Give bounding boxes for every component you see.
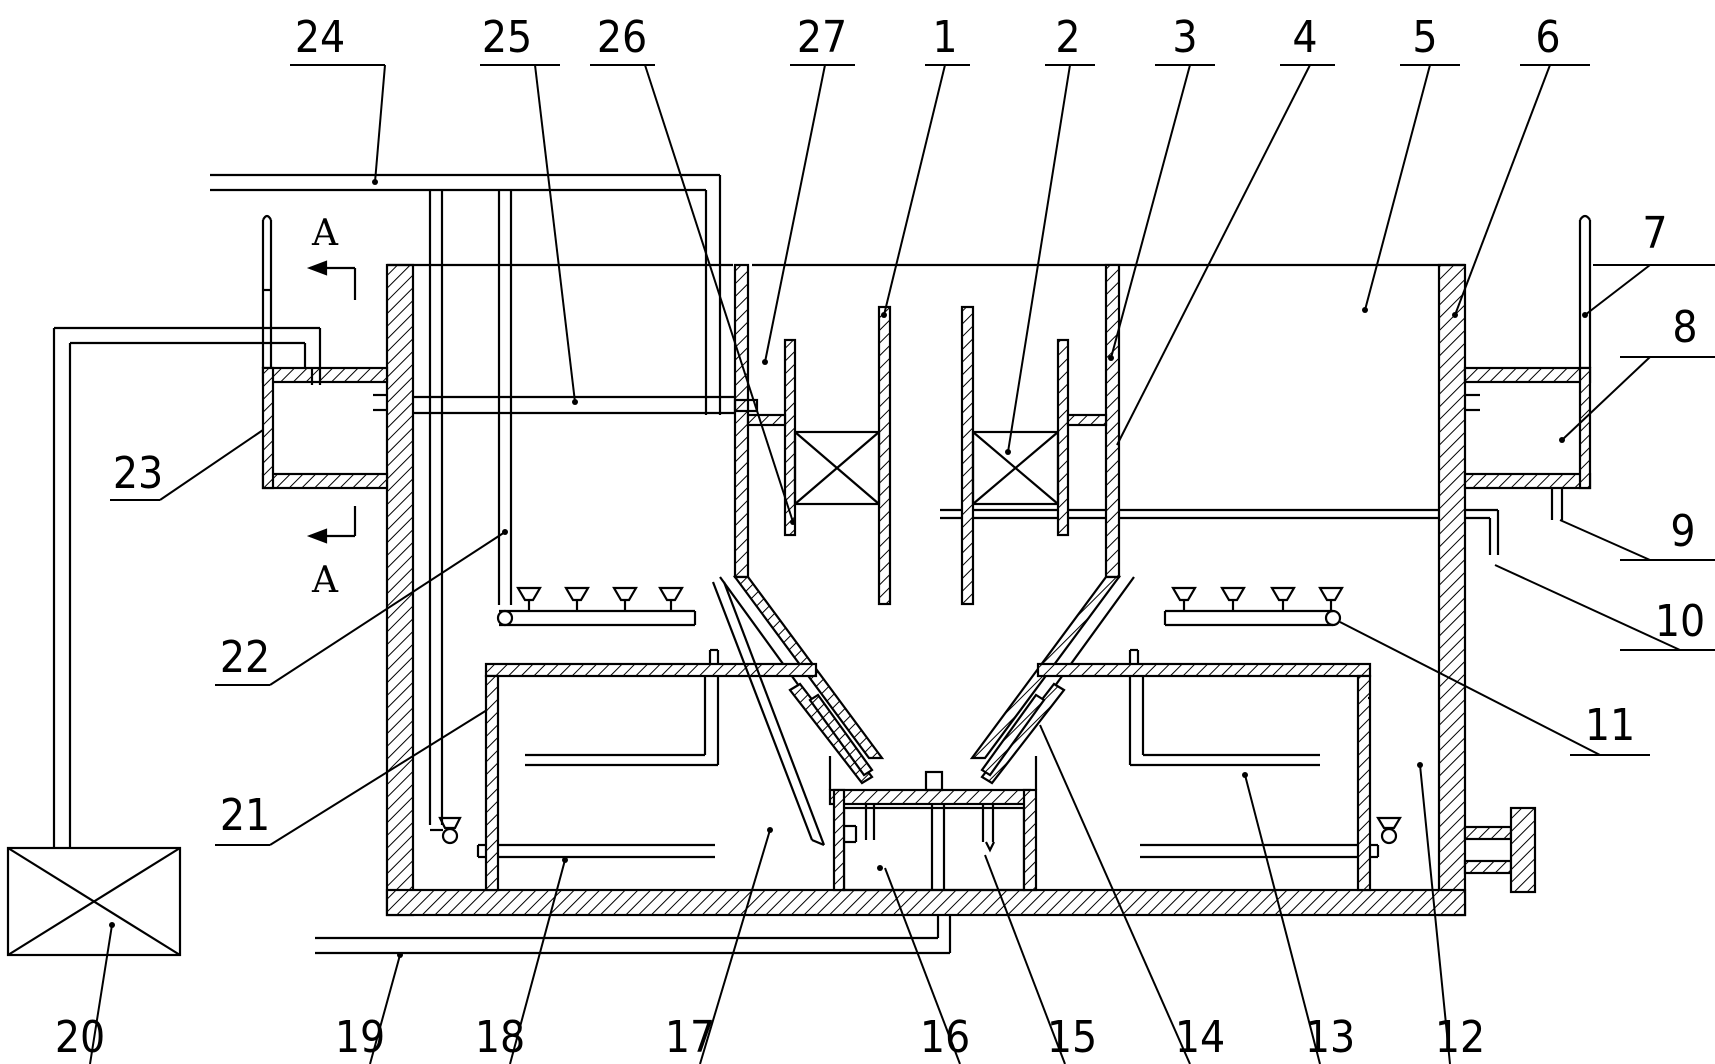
label-23: 23 bbox=[113, 448, 163, 499]
label-19: 19 bbox=[335, 1012, 385, 1063]
label-18: 18 bbox=[475, 1012, 525, 1063]
hopper-slats bbox=[788, 682, 1066, 785]
label-27: 27 bbox=[797, 12, 847, 63]
label-8: 8 bbox=[1672, 302, 1697, 353]
top-inlet-pipe bbox=[210, 173, 722, 825]
label-11: 11 bbox=[1585, 700, 1635, 751]
label-13: 13 bbox=[1305, 1012, 1355, 1063]
label-9: 9 bbox=[1670, 506, 1695, 557]
label-2: 2 bbox=[1055, 12, 1080, 63]
label-17: 17 bbox=[665, 1012, 715, 1063]
label-20: 20 bbox=[55, 1012, 105, 1063]
label-10: 10 bbox=[1655, 596, 1705, 647]
section-arrows bbox=[306, 260, 357, 544]
center-collector bbox=[828, 756, 1038, 892]
label-3: 3 bbox=[1172, 12, 1197, 63]
label-14: 14 bbox=[1175, 1012, 1225, 1063]
tank-outer-wall bbox=[385, 263, 1467, 917]
left-lower-chamber bbox=[476, 581, 826, 892]
leader-lines bbox=[89, 64, 1715, 1064]
left-spray-header bbox=[496, 586, 697, 627]
label-7: 7 bbox=[1642, 208, 1667, 259]
label-15: 15 bbox=[1047, 1012, 1097, 1063]
central-shafts bbox=[877, 305, 975, 606]
label-5: 5 bbox=[1412, 12, 1437, 63]
label-4: 4 bbox=[1292, 12, 1317, 63]
right-impeller bbox=[971, 338, 1108, 537]
bottom-pipe bbox=[315, 915, 952, 955]
outlet-box bbox=[1463, 214, 1592, 520]
section-mark-top: A bbox=[311, 213, 339, 254]
right-spray-header bbox=[1163, 586, 1344, 627]
label-26: 26 bbox=[597, 12, 647, 63]
right-lower-chamber bbox=[1036, 648, 1402, 892]
left-impeller bbox=[746, 338, 881, 537]
label-12: 12 bbox=[1435, 1012, 1485, 1063]
inlet-box bbox=[261, 214, 389, 490]
part-labels: 1 2 3 4 5 6 7 8 9 10 11 12 13 14 15 16 1… bbox=[55, 12, 1705, 1063]
flange-outlet bbox=[1463, 806, 1537, 894]
label-25: 25 bbox=[482, 12, 532, 63]
label-6: 6 bbox=[1535, 12, 1560, 63]
pump-pipe bbox=[52, 326, 322, 848]
label-24: 24 bbox=[295, 12, 345, 63]
bottom-left-nozzle bbox=[430, 816, 462, 845]
leader-dots bbox=[109, 179, 1588, 958]
label-22: 22 bbox=[220, 632, 270, 683]
label-21: 21 bbox=[220, 790, 270, 841]
label-16: 16 bbox=[920, 1012, 970, 1063]
section-mark-bottom: A bbox=[311, 560, 339, 601]
label-1: 1 bbox=[932, 12, 957, 63]
pump-unit bbox=[6, 846, 182, 957]
overflow-pipe bbox=[940, 508, 1500, 555]
